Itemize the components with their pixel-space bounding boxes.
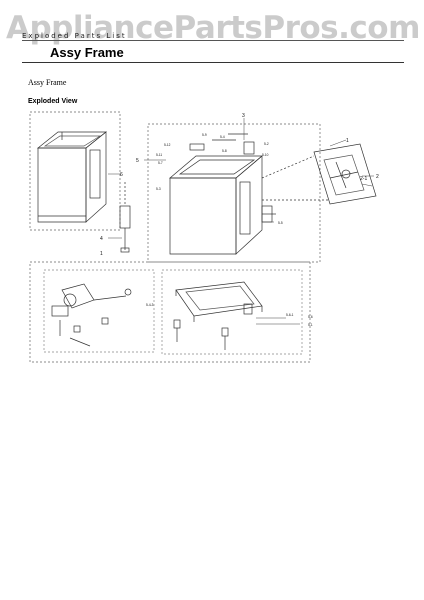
callout-5-1: 5-1 bbox=[308, 323, 313, 327]
base-frame-drawing bbox=[173, 281, 263, 350]
callout-6: 6 bbox=[120, 172, 123, 178]
callout-4: 4 bbox=[100, 236, 103, 242]
callout-5-12: 5-12 bbox=[164, 143, 171, 147]
callout-1-foot: 1 bbox=[100, 251, 103, 257]
back-panel-drawing bbox=[261, 143, 377, 205]
callout-5-10: 5-10 bbox=[262, 153, 269, 157]
callout-5-6-1: 5-6-1 bbox=[286, 313, 294, 317]
pump-assembly-drawing bbox=[51, 283, 132, 347]
leader-lines bbox=[108, 118, 374, 325]
section-name: Assy Frame bbox=[28, 78, 67, 87]
callout-5-3: 5-3 bbox=[156, 187, 161, 191]
callout-5: 5 bbox=[136, 158, 139, 164]
callout-5-4-3: 5-4-3 bbox=[146, 303, 154, 307]
callout-5-7: 5-7 bbox=[158, 161, 163, 165]
callout-5-11: 5-11 bbox=[156, 153, 162, 157]
callout-5-5: 5-5 bbox=[278, 221, 283, 225]
callout-2: 2 bbox=[376, 174, 379, 180]
cabinet-frame-drawing bbox=[169, 133, 276, 255]
callout-5-6: 5-6 bbox=[308, 315, 313, 319]
title-rule bbox=[22, 40, 404, 41]
callout-2-1: 2-1 bbox=[360, 176, 367, 182]
title-underline bbox=[22, 62, 404, 63]
callout-1: 1 bbox=[346, 138, 349, 144]
callout-3: 3 bbox=[242, 113, 245, 119]
callout-5-9: 5-9 bbox=[202, 133, 207, 137]
assembled-cabinet-drawing bbox=[29, 111, 121, 231]
callout-labels: 1 2 2-1 3 4 5 6 1 5-2 5-3 5-4 5-5 5-6 5-… bbox=[100, 113, 379, 327]
leveling-foot-drawing bbox=[119, 182, 131, 253]
callout-5-2: 5-2 bbox=[264, 142, 269, 146]
callout-5-4: 5-4 bbox=[220, 135, 225, 139]
callout-5-8: 5-8 bbox=[222, 149, 227, 153]
breadcrumb: Exploded Parts List bbox=[22, 32, 127, 40]
page-title: Assy Frame bbox=[50, 45, 124, 60]
exploded-view-heading: Exploded View bbox=[28, 98, 78, 105]
